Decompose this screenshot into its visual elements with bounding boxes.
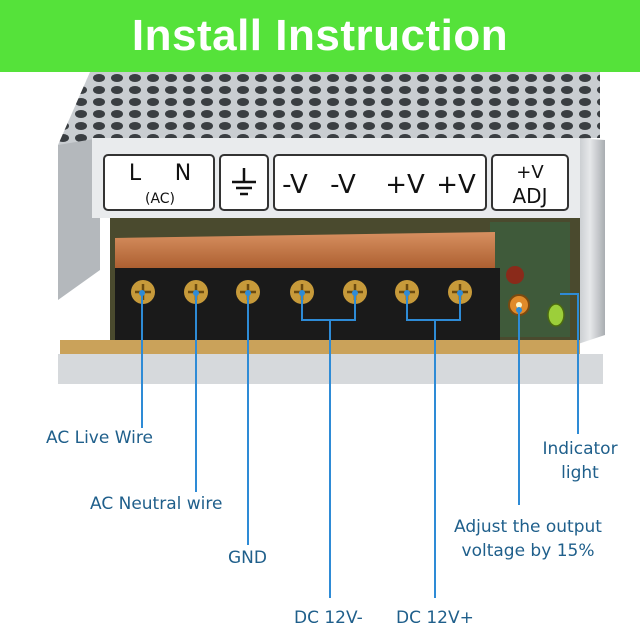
terminal-cover — [115, 232, 495, 272]
label-adjust-line2: voltage by 15% — [461, 541, 595, 561]
power-supply-photo: L N (AC) -V -V +V +V +V ADJ — [58, 72, 605, 384]
label-indicator-light: Indicator light — [535, 437, 625, 485]
label-gnd: GND — [228, 548, 267, 568]
title-banner: Install Instruction — [0, 0, 640, 72]
svg-text:+V: +V — [436, 170, 476, 200]
ground-terminal-label — [219, 154, 269, 211]
case-left-panel — [58, 138, 100, 300]
case-right-panel — [575, 138, 605, 345]
label-dc-positive: DC 12V+ — [396, 608, 474, 628]
case-top-grille — [58, 72, 600, 145]
adjust-terminal-label: +V ADJ — [491, 154, 569, 211]
svg-text:(AC): (AC) — [145, 191, 175, 207]
svg-text:N: N — [175, 161, 191, 186]
svg-text:+V: +V — [516, 162, 544, 183]
indicator-led — [547, 303, 565, 327]
label-adjust-voltage: Adjust the output voltage by 15% — [448, 515, 608, 563]
output-terminal-label: -V -V +V +V — [273, 154, 487, 211]
label-dc-negative: DC 12V- — [294, 608, 363, 628]
label-ac-neutral: AC Neutral wire — [90, 494, 223, 514]
label-adjust-line1: Adjust the output — [454, 517, 602, 537]
svg-text:-V: -V — [282, 170, 308, 200]
svg-text:+V: +V — [385, 170, 425, 200]
svg-text:-V: -V — [330, 170, 356, 200]
banner-title: Install Instruction — [131, 11, 509, 60]
ac-terminal-label: L N (AC) — [103, 154, 215, 211]
svg-text:ADJ: ADJ — [513, 184, 548, 208]
label-indicator-line1: Indicator — [542, 439, 618, 459]
svg-text:L: L — [129, 161, 142, 186]
label-ac-live: AC Live Wire — [46, 428, 153, 448]
terminal-block — [115, 268, 500, 340]
label-indicator-line2: light — [561, 463, 599, 483]
